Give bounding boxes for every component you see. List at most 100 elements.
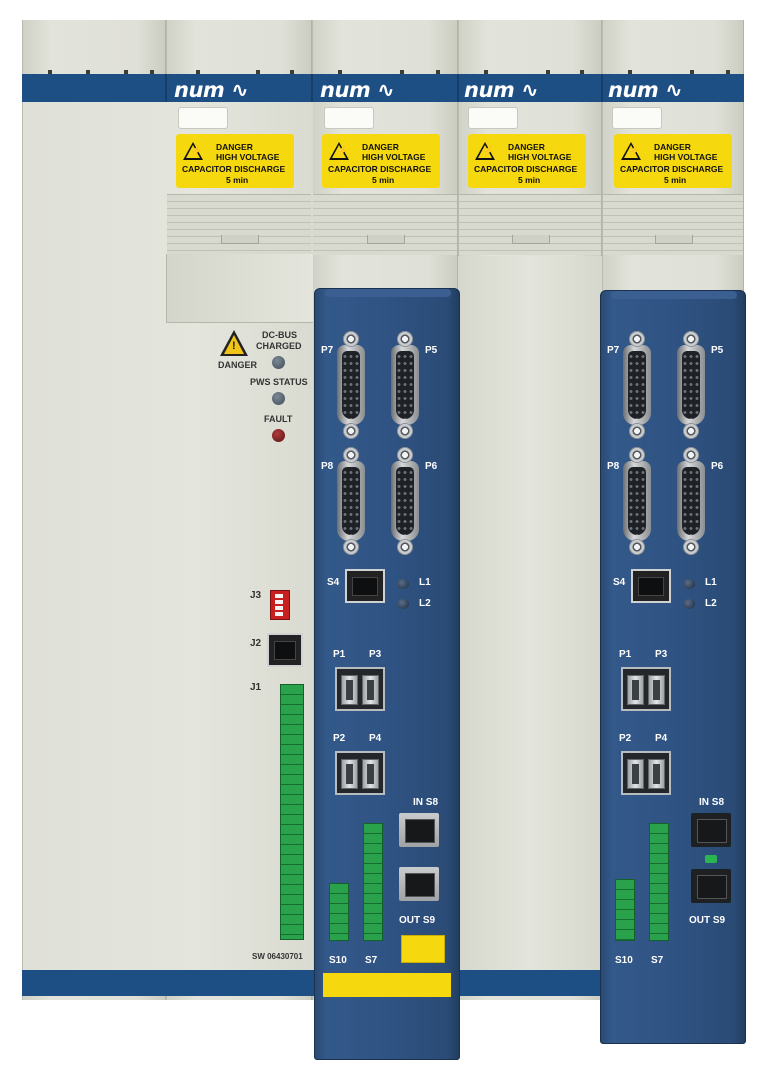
- vent: [150, 70, 154, 75]
- rj-connector-s4[interactable]: [345, 569, 385, 603]
- j2-label: J2: [250, 638, 262, 649]
- port-label-in-s8: IN S8: [413, 797, 439, 808]
- divider: [457, 74, 459, 102]
- port-label-p2: P2: [333, 733, 346, 744]
- warning-text: 5 min: [226, 175, 249, 185]
- divider: [165, 74, 167, 102]
- terminal-block-s7[interactable]: [649, 823, 669, 941]
- warning-triangle-icon: [329, 142, 349, 160]
- pws-status-label: PWS STATUS: [250, 377, 308, 387]
- port-label-in-s8: IN S8: [699, 797, 725, 808]
- dsub-connector-p7[interactable]: [335, 331, 367, 439]
- control-panel-1: P7 P5 P8 P6 S4 L1 L2 P1 P3 P2 P4 IN S8 O…: [314, 288, 460, 1060]
- high-voltage-warning: ⚡ DANGER HIGH VOLTAGE CAPACITOR DISCHARG…: [176, 134, 294, 188]
- terminal-block-s7[interactable]: [363, 823, 383, 941]
- dip-switch-j3[interactable]: [270, 590, 290, 620]
- vent: [436, 70, 440, 75]
- yellow-label-strip: [323, 973, 451, 997]
- port-label-p1: P1: [619, 649, 632, 660]
- divider: [601, 74, 603, 102]
- port-label-out-s9: OUT S9: [399, 915, 436, 926]
- port-label-p6: P6: [425, 461, 438, 472]
- top-blue-band: [22, 74, 744, 102]
- port-label-p2: P2: [619, 733, 632, 744]
- rj-connector-s4[interactable]: [631, 569, 671, 603]
- port-label-s7: S7: [365, 955, 378, 966]
- port-label-p6: P6: [711, 461, 724, 472]
- danger-text: DANGER: [218, 360, 258, 370]
- port-label-p5: P5: [711, 345, 724, 356]
- warning-text: CAPACITOR DISCHARGE: [620, 164, 724, 174]
- led-label-l2: L2: [705, 598, 717, 609]
- led-label-l1: L1: [705, 577, 717, 588]
- high-voltage-warning: ⚡ DANGER HIGH VOLTAGE CAPACITOR DISCHARG…: [614, 134, 732, 188]
- port-label-s10: S10: [329, 955, 347, 966]
- warning-text: 5 min: [664, 175, 687, 185]
- ventilation-grill: [167, 194, 311, 255]
- high-voltage-warning: ⚡ DANGER HIGH VOLTAGE CAPACITOR DISCHARG…: [468, 134, 586, 188]
- terminal-block-s10[interactable]: [329, 883, 349, 941]
- usb-port-p2-p4[interactable]: [335, 751, 385, 795]
- terminal-block-s10[interactable]: [615, 879, 635, 941]
- ethernet-port-out-s9[interactable]: [399, 867, 439, 901]
- blank-label: [324, 107, 374, 129]
- dsub-connector-p6[interactable]: [675, 447, 707, 555]
- j3-label: J3: [250, 590, 262, 601]
- warning-text: DANGER: [362, 142, 399, 152]
- dsub-connector-p7[interactable]: [621, 331, 653, 439]
- vent: [86, 70, 90, 75]
- ethernet-port-out-s9[interactable]: [691, 869, 731, 903]
- exclamation-icon: !: [232, 340, 236, 352]
- link-led: [705, 855, 717, 863]
- ventilation-grill: [603, 194, 743, 255]
- port-label-p4: P4: [655, 733, 668, 744]
- dsub-connector-p8[interactable]: [621, 447, 653, 555]
- warning-triangle-icon: [475, 142, 495, 160]
- num-logo: num ∿: [320, 78, 395, 102]
- rj-connector-j2[interactable]: [267, 633, 303, 667]
- led-l1: [683, 579, 695, 589]
- usb-port-p1-p3[interactable]: [335, 667, 385, 711]
- fault-label: FAULT: [264, 414, 293, 424]
- ethernet-port-in-s8[interactable]: [399, 813, 439, 847]
- panel-top-edge: [611, 291, 737, 299]
- warning-text: CAPACITOR DISCHARGE: [328, 164, 432, 174]
- charged-label: CHARGED: [256, 341, 302, 351]
- num-logo: num ∿: [174, 78, 249, 102]
- port-label-p7: P7: [607, 345, 620, 356]
- ethernet-port-in-s8[interactable]: [691, 813, 731, 847]
- usb-port-p1-p3[interactable]: [621, 667, 671, 711]
- dsub-connector-p8[interactable]: [335, 447, 367, 555]
- vent: [196, 70, 200, 75]
- num-logo: num ∿: [464, 78, 539, 102]
- panel-top-edge: [325, 289, 451, 297]
- lightning-icon: ⚡: [628, 146, 641, 157]
- warning-text: CAPACITOR DISCHARGE: [182, 164, 286, 174]
- blank-label: [178, 107, 228, 129]
- port-label-p3: P3: [369, 649, 382, 660]
- warning-text: HIGH VOLTAGE: [362, 152, 426, 162]
- port-label-s10: S10: [615, 955, 633, 966]
- port-label-s7: S7: [651, 955, 664, 966]
- port-label-p8: P8: [321, 461, 334, 472]
- dsub-connector-p6[interactable]: [389, 447, 421, 555]
- lightning-icon: ⚡: [190, 146, 203, 157]
- terminal-block-j1[interactable]: [280, 684, 304, 940]
- ventilation-grill: [459, 194, 601, 255]
- port-label-p8: P8: [607, 461, 620, 472]
- vent: [290, 70, 294, 75]
- dsub-connector-p5[interactable]: [389, 331, 421, 439]
- danger-triangle-fill: [224, 335, 244, 354]
- warning-text: HIGH VOLTAGE: [216, 152, 280, 162]
- port-label-p4: P4: [369, 733, 382, 744]
- ethernet-warning-sticker: [401, 935, 445, 963]
- port-label-p1: P1: [333, 649, 346, 660]
- usb-port-p2-p4[interactable]: [621, 751, 671, 795]
- vent: [628, 70, 632, 75]
- vent: [580, 70, 584, 75]
- module-front-3: [458, 256, 602, 970]
- blank-label: [612, 107, 662, 129]
- blank-label: [468, 107, 518, 129]
- dsub-connector-p5[interactable]: [675, 331, 707, 439]
- warning-text: 5 min: [372, 175, 395, 185]
